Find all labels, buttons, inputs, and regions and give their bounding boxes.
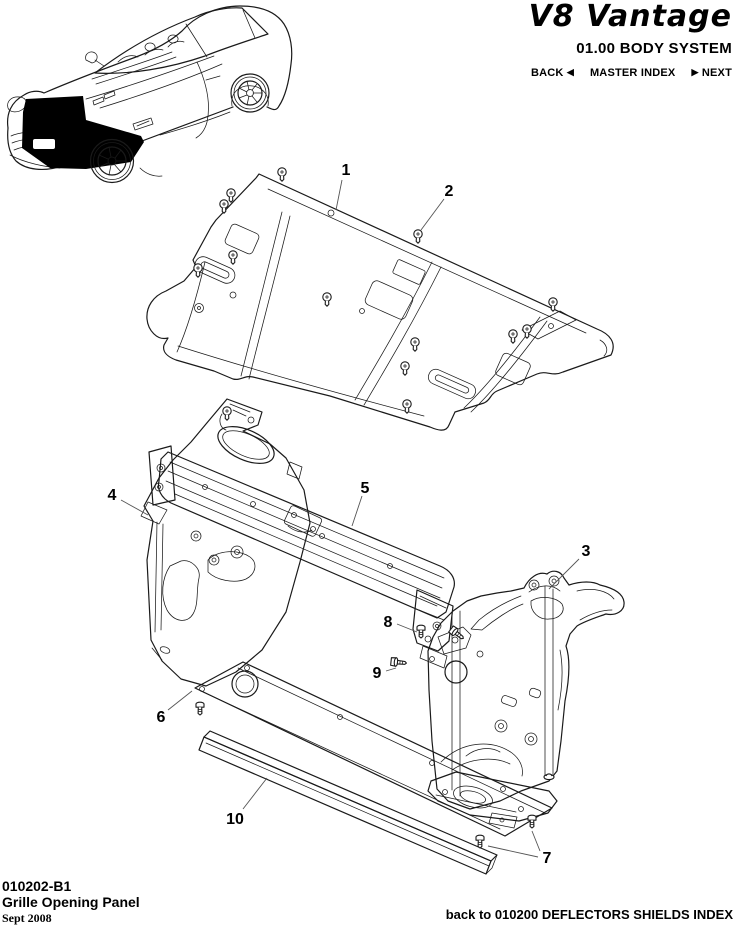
screw-icon: [508, 329, 518, 344]
page-header: V8 Vantage 01.00 BODY SYSTEM BACK ◀ MASTE…: [528, 0, 732, 80]
car-glasshouse: [94, 7, 269, 74]
callout-leader-line: [548, 558, 580, 590]
bracket-part-3: [427, 570, 625, 829]
callout-leader-line: [385, 667, 397, 672]
stud-icon: [543, 773, 555, 781]
callout-label-3: 3: [582, 543, 591, 560]
callout-label-1: 1: [342, 162, 351, 179]
header-nav: BACK ◀ MASTER INDEX ▶ NEXT: [529, 67, 732, 79]
screw-icon: [195, 701, 205, 716]
callout-label-6: 6: [157, 709, 166, 726]
callout-label-7: 7: [543, 850, 552, 867]
screw-icon: [400, 361, 410, 376]
rear-wheel: [230, 73, 270, 113]
callout-leader-line: [396, 623, 418, 633]
car-thumbnail: [6, 5, 293, 184]
callout-leader-line: [120, 499, 149, 516]
screw-icon: [193, 263, 203, 278]
callout-leader-line: [351, 495, 363, 527]
callout-leader-line: [487, 830, 541, 858]
callout-label-10: 10: [226, 811, 244, 828]
screw-icon: [410, 337, 420, 352]
rail-part-5: [140, 445, 455, 669]
bar-part-10: [198, 730, 498, 875]
side-vent: [132, 117, 154, 131]
footer-back-link[interactable]: back to 010200 DEFLECTORS SHIELDS INDEX: [445, 907, 733, 922]
interior-detail: [117, 34, 185, 63]
screw-icon: [226, 188, 236, 203]
screw-icon: [222, 406, 232, 421]
bolt-icon: [447, 625, 467, 643]
grille-highlight: [22, 96, 144, 169]
section-title: 01.00 BODY SYSTEM: [576, 40, 732, 57]
nav-master-index-link[interactable]: MASTER INDEX: [590, 67, 676, 79]
screw-icon: [402, 399, 412, 414]
callout-label-8: 8: [384, 614, 393, 631]
bracket-part-4: [143, 398, 311, 687]
screw-icon: [416, 624, 426, 639]
front-wheel: [89, 138, 135, 184]
bonnet-line: [85, 55, 215, 100]
a-pillar-line: [185, 9, 256, 58]
plate-notch: [33, 139, 55, 149]
next-arrow-icon: ▶: [691, 67, 699, 77]
callout-label-5: 5: [361, 480, 370, 497]
bolt-icon: [390, 656, 408, 668]
callout-label-4: 4: [108, 487, 117, 504]
doc-code: 010202-B1: [2, 878, 72, 894]
panel-part-1: [146, 173, 614, 431]
side-mirror: [85, 51, 105, 67]
brand-logo: V8 Vantage: [528, 0, 732, 34]
nav-back-link[interactable]: BACK ◀: [531, 67, 574, 79]
back-arrow-icon: ◀: [566, 67, 574, 77]
callout-leader-line: [335, 179, 343, 211]
door-line: [159, 61, 231, 139]
screw-icon: [219, 199, 229, 214]
callout-leader-line: [242, 777, 268, 810]
screw-icon: [228, 250, 238, 265]
fasteners: [193, 167, 558, 849]
callout-label-9: 9: [373, 665, 382, 682]
cowl-lines: [91, 51, 223, 109]
screw-icon: [413, 229, 423, 244]
car-body-outline: [6, 5, 293, 129]
doc-date: Sept 2008: [2, 911, 52, 925]
callout-label-2: 2: [445, 183, 454, 200]
plate-part-6: [194, 661, 553, 837]
screw-icon: [322, 292, 332, 307]
bonnet-vents: [92, 90, 116, 106]
screw-icon: [522, 324, 532, 339]
nav-master-index-label: MASTER INDEX: [589, 67, 676, 79]
callouts: 1 2 3 4 5 6 7 8 9 10: [108, 162, 591, 867]
callout-leader-line: [420, 198, 445, 231]
screw-icon: [277, 167, 287, 182]
screw-icon: [548, 297, 558, 312]
doc-title: Grille Opening Panel: [2, 894, 140, 910]
nav-back-label: BACK: [530, 67, 564, 79]
nav-next-link[interactable]: ▶ NEXT: [691, 67, 732, 79]
callout-leader-line: [167, 690, 193, 711]
nav-next-label: NEXT: [701, 67, 732, 79]
underbody-line: [139, 167, 163, 177]
